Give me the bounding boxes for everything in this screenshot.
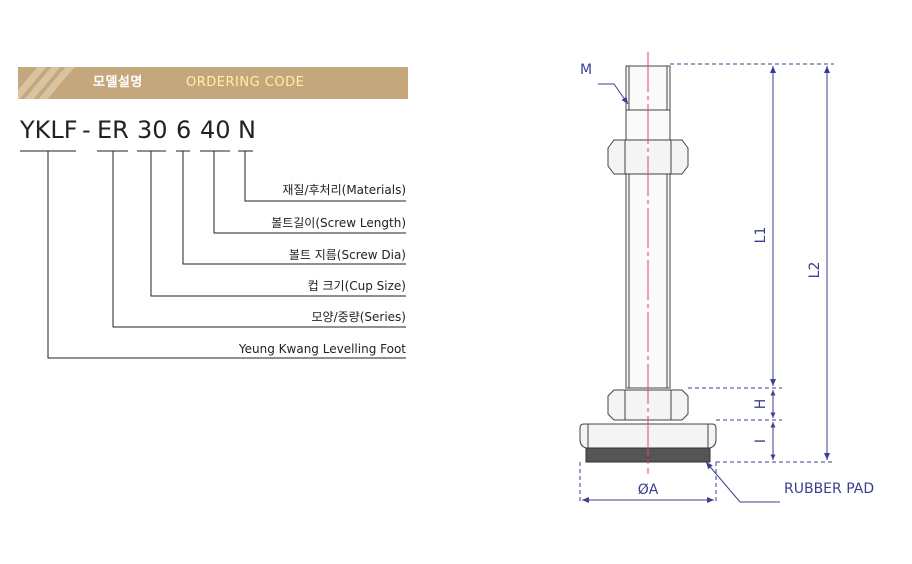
label-i: I xyxy=(753,439,769,443)
label-materials: 재질/후처리(Materials) xyxy=(282,183,406,197)
label-cup-size: 컵 크기(Cup Size) xyxy=(307,279,406,293)
code-segment-screw-length: 40 xyxy=(200,116,231,144)
banner-title-english: ORDERING CODE xyxy=(186,75,305,90)
dimension-lines xyxy=(579,63,834,504)
label-rubber-pad: RUBBER PAD xyxy=(784,481,874,497)
code-segment-cup-size: 30 xyxy=(137,116,168,144)
label-screw-dia: 볼트 지름(Screw Dia) xyxy=(288,248,406,262)
label-diameter: ØA xyxy=(638,482,659,498)
label-l2: L2 xyxy=(807,262,823,279)
label-series: 모양/중량(Series) xyxy=(311,310,406,324)
code-segment-material: N xyxy=(238,116,256,144)
label-brand-name: Yeung Kwang Levelling Foot xyxy=(238,342,406,356)
code-leader-lines xyxy=(47,151,406,359)
label-screw-length: 볼트길이(Screw Length) xyxy=(271,216,406,230)
label-h: H xyxy=(753,399,769,410)
dimension-labels: M L1 L2 H I ØA RUBBER PAD xyxy=(580,62,874,498)
code-segment-series-prefix: YKLF xyxy=(20,116,78,144)
code-segment-dash: - xyxy=(82,116,91,144)
banner-title-korean: 모델설명 xyxy=(93,75,143,90)
levelling-foot-drawing xyxy=(579,65,717,463)
ordering-code-banner: 모델설명 ORDERING CODE xyxy=(18,67,408,99)
label-thread-m: M xyxy=(580,62,592,78)
label-l1: L1 xyxy=(753,227,769,244)
code-segment-screw-dia: 6 xyxy=(176,116,192,144)
code-segment-series: ER xyxy=(97,116,129,144)
